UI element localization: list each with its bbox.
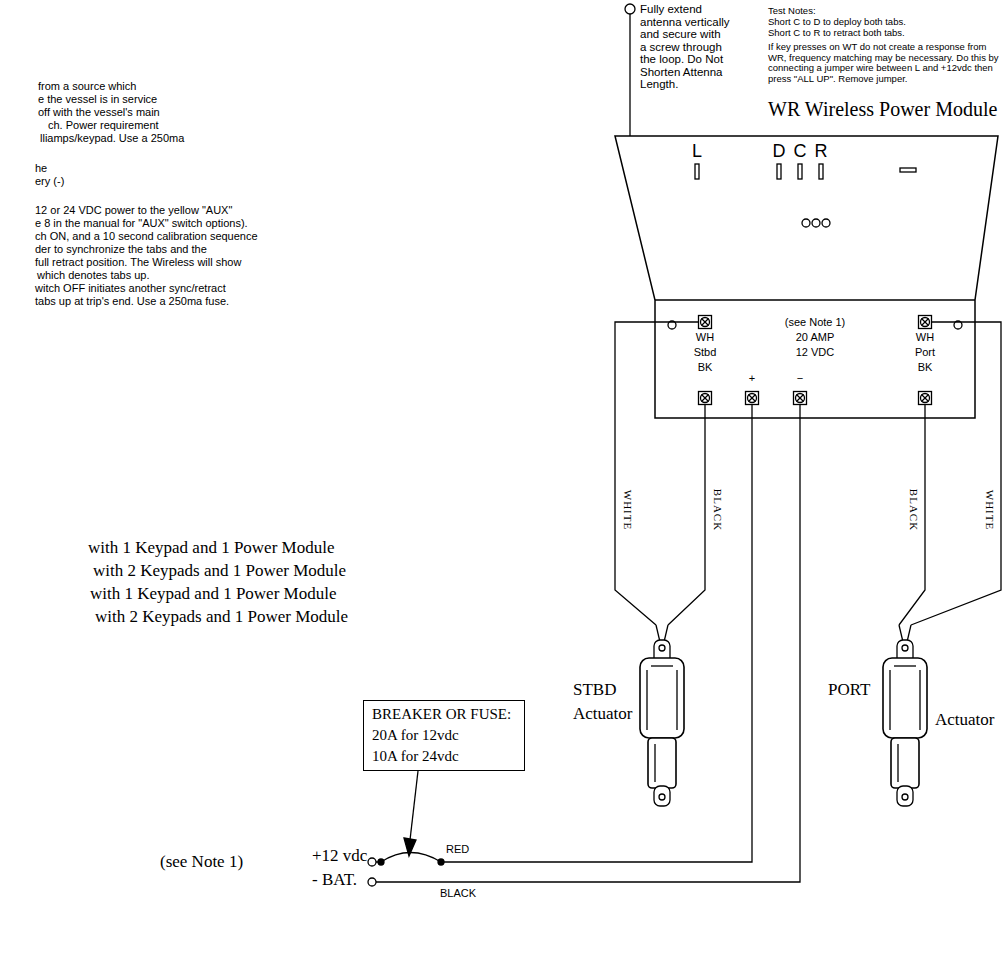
indicator [802, 219, 810, 227]
breaker-text: BREAKER OR FUSE: [372, 704, 516, 725]
terminal-screw [794, 392, 807, 405]
antenna-note: Fully extend antenna vertically and secu… [640, 3, 730, 91]
terminal-screw [919, 316, 932, 329]
note-text: e the vessel is in service [38, 93, 157, 106]
breaker-text: 10A for 24vdc [372, 746, 516, 767]
terminal [368, 878, 376, 886]
note-text: off with the vessel's main [38, 106, 160, 119]
pin [777, 164, 781, 179]
terminal-label: − [797, 372, 803, 385]
config-text: with 1 Keypad and 1 Power Module [90, 584, 336, 604]
test-note: Test Notes: [768, 6, 816, 17]
test-note: If key presses on WT do not create a res… [768, 42, 1002, 84]
module-housing [615, 136, 998, 418]
panel-line [655, 299, 975, 300]
test-note: Short C to R to retract both tabs. [768, 28, 905, 39]
terminal-label: WH [696, 331, 714, 344]
terminal-screw [699, 316, 712, 329]
terminal [368, 858, 376, 866]
wire-label: BLACK [440, 887, 476, 900]
pin [798, 164, 802, 179]
note-text: e 8 in the manual for "AUX" switch optio… [35, 217, 248, 230]
note-ref: (see Note 1) [160, 852, 243, 872]
note-text: der to synchronize the tabs and the [35, 243, 207, 256]
wire-label: BLACK [907, 489, 920, 531]
note-text: from a source which [38, 80, 136, 93]
note-text: which denotes tabs up. [37, 269, 150, 282]
terminal-label: +12 vdc [312, 846, 367, 866]
stbd-actuator [640, 640, 684, 806]
note-text: witch OFF initiates another sync/retract [35, 282, 226, 295]
terminal-label: BK [918, 361, 933, 374]
red-wire [444, 405, 752, 862]
wire-label: BLACK [711, 489, 724, 531]
pin [819, 164, 823, 179]
port-actuator [883, 640, 927, 806]
button [900, 168, 916, 172]
arrow-head [404, 838, 416, 856]
config-text: with 1 Keypad and 1 Power Module [88, 538, 334, 558]
note-text: ery (-) [35, 175, 64, 188]
terminal-screw [746, 392, 759, 405]
note-text: tabs up at trip's end. Use a 250ma fuse. [35, 295, 229, 308]
part-name: STBD [573, 680, 616, 700]
terminal-label: + [749, 372, 755, 385]
wire-label: WHITE [983, 490, 996, 530]
terminal-label: BK [698, 361, 713, 374]
config-text: with 2 Keypads and 1 Power Module [93, 561, 346, 581]
terminal-label: Stbd [694, 346, 717, 359]
antenna-loop [625, 4, 635, 14]
terminal-label: D [773, 141, 786, 161]
terminal-label: 12 VDC [796, 346, 835, 359]
note-text: ch. Power requirement [48, 119, 159, 132]
terminal-label: C [794, 141, 807, 161]
note-text: he [35, 162, 47, 175]
part-name: Actuator [935, 710, 994, 730]
antenna [629, 14, 630, 136]
terminal-screw [919, 392, 932, 405]
module-title: WR Wireless Power Module [768, 98, 997, 121]
module-outline [605, 88, 1005, 423]
note-text: full retract position. The Wireless will… [35, 256, 241, 269]
terminal-label: R [815, 141, 828, 161]
breaker-text: 20A for 12vdc [372, 725, 516, 746]
terminal-label: L [692, 141, 702, 161]
terminal-label: 20 AMP [796, 331, 835, 344]
white-wire [615, 322, 699, 625]
power-module: WR Wireless Power ModuleL DCR (see Note 1)… [605, 88, 1005, 423]
terminal-label: WH [916, 331, 934, 344]
config-text: with 2 Keypads and 1 Power Module [95, 607, 348, 627]
note-text: ch ON, and a 10 second calibration seque… [35, 230, 258, 243]
note-text: 12 or 24 VDC power to the yellow "AUX" [35, 204, 232, 217]
terminal-label: (see Note 1) [785, 316, 846, 329]
indicator [812, 219, 820, 227]
indicator [822, 219, 830, 227]
led [695, 164, 699, 179]
wire-label: WHITE [621, 490, 634, 530]
note-text: lliamps/keypad. Use a 250ma [40, 132, 184, 145]
terminal-label: Port [915, 346, 935, 359]
wire-label: RED [446, 843, 469, 856]
leader-line [410, 771, 418, 840]
black-wire [376, 405, 800, 882]
black-wire [668, 404, 705, 625]
black-wire [899, 404, 925, 625]
terminal-screw [699, 392, 712, 405]
terminal-label: - BAT. [312, 870, 357, 890]
breaker-box: BREAKER OR FUSE:20A for 12vdc10A for 24v… [363, 700, 525, 771]
test-note: Short C to D to deploy both tabs. [768, 17, 906, 28]
part-name: Actuator [573, 704, 632, 724]
part-name: PORT [828, 680, 870, 700]
